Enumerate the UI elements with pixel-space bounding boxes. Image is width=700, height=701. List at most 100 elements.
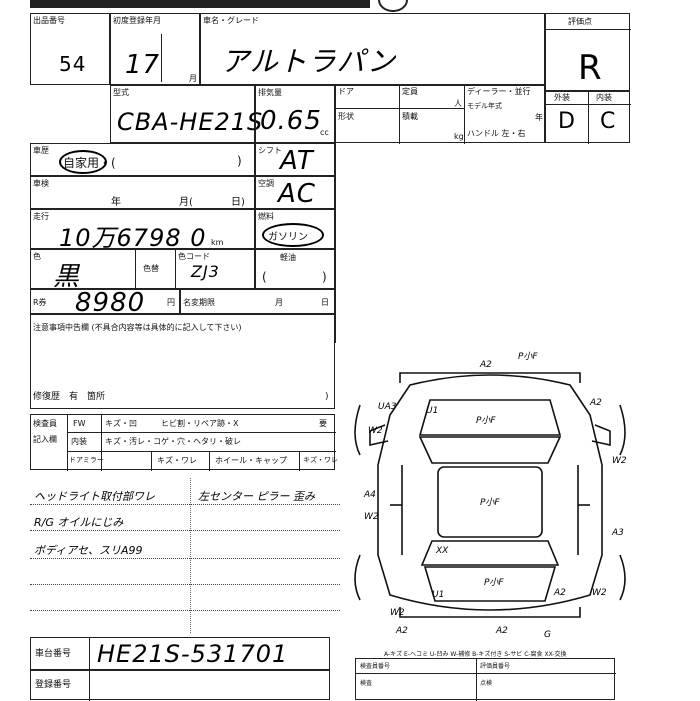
recycle-value: 8980 — [75, 288, 146, 318]
mark-hood-pf: P小F — [476, 415, 496, 426]
ext-int-box: 外装 内装 D C — [545, 91, 631, 144]
chassis-value: HE21S-531701 — [97, 640, 289, 668]
load-label: 積載 — [402, 112, 418, 121]
car-name-label: 車名・グレード — [203, 16, 259, 25]
mark-lr-u1: U1 — [432, 590, 444, 600]
color-value: 黒 — [53, 262, 81, 292]
load-unit: kg — [454, 132, 464, 141]
inspection-year-unit: 年 — [111, 197, 121, 208]
mark-rear-g: G — [544, 630, 551, 640]
repair-close: ) — [325, 392, 329, 402]
usage-close: ) — [237, 154, 242, 168]
bottom-cell-2: 検査 — [360, 680, 373, 687]
extra-paren-close: ) — [322, 270, 327, 284]
name-change-day: 日 — [321, 298, 329, 307]
mark-rf-a2: A2 — [589, 398, 602, 408]
mark-trunk-pf: P小F — [484, 577, 504, 588]
mark-l-a4: A4 — [363, 490, 376, 500]
mark-rr-a2: A2 — [553, 588, 566, 598]
top-header-strip — [30, 0, 370, 8]
equip-r2-c2: キズ・汚レ・コゲ・穴・ヘタリ・破レ — [105, 437, 241, 446]
mark-roof-pf: P小F — [480, 497, 500, 508]
bottom-cell-1: 検査員番号 — [360, 663, 391, 670]
reg-label: 登録番号 — [35, 680, 72, 690]
inspection-month-unit: 月( — [179, 197, 193, 208]
color-code: ZJ3 — [191, 262, 220, 281]
color-change-label: 色替 — [143, 264, 159, 273]
interior-grade: C — [600, 109, 617, 134]
recycle-row: R券 8980 円 — [30, 288, 180, 318]
inspection-row: 車検 年 月( 日) — [30, 176, 255, 209]
equip-r1-c2: キズ・凹 — [105, 419, 137, 428]
equip-r3-c2: キズ・ワレ — [157, 456, 197, 465]
name-change-row: 名変期限 月 日 — [180, 289, 335, 314]
grade-box: 評価点 R — [545, 13, 631, 91]
car-name-value: アルトラパン — [221, 45, 396, 78]
mark-front-pf: P小F — [518, 351, 538, 362]
capacity-label: 定員 — [402, 87, 418, 96]
equip-r3-c3: ホイール・キャップ — [215, 456, 287, 465]
reg-year-box: 初度登録年月 17 月 — [110, 13, 200, 85]
equip-r2-c1: 内装 — [71, 437, 87, 446]
shift-value: AT — [280, 146, 314, 176]
mark-lr-a2: A2 — [395, 626, 408, 636]
ac-box: 空調 AC — [255, 176, 335, 209]
reg-year-value: 17 — [125, 50, 161, 80]
car-damage-diagram: A2 P小F A2 UA3 U1 W2 P小F W2 A4 W2 P小F A3 … — [354, 351, 627, 640]
mileage-unit: km — [211, 238, 224, 247]
car-name-box: 車名・グレード アルトラパン — [200, 13, 545, 85]
interior-label: 内装 — [596, 93, 612, 102]
dealer-label: ディーラー・並行 — [467, 87, 531, 96]
model-code: CBA-HE21S — [117, 108, 264, 136]
lot-label: 出品番号 — [33, 16, 65, 25]
mark-rear-a2: A2 — [495, 626, 508, 636]
right-panel — [335, 143, 630, 343]
fuel-box: 燃料 ガソリン — [255, 209, 335, 249]
ac-label: 空調 — [258, 179, 274, 188]
model-box: 型式 CBA-HE21S — [110, 85, 262, 143]
notes-box: 注意事項中告欄 (不具合内容等は具体的に記入して下さい) 修復歴 有 箇所 ) — [30, 314, 335, 409]
usage-circle — [59, 150, 107, 174]
recycle-unit: 円 — [167, 298, 175, 307]
notes-lines: ヘッドライト取付部ワレ R/G オイルにじみ ボディアセ、スリA99 左センター… — [30, 478, 340, 633]
grade-value: R — [578, 48, 603, 88]
mileage-row: 走行 10万6798 0 km — [30, 209, 255, 252]
note-right-1: 左センター ピラー 歪み — [198, 490, 315, 503]
handle-label: ハンドル 左・右 — [467, 129, 526, 138]
bottom-cell-3: 評価員番号 — [480, 663, 511, 670]
extra-paren-open: ( — [262, 270, 267, 284]
shape-label: 形状 — [338, 112, 354, 121]
spec-grid: ドア 定員 人 ディーラー・並行 モデル年式 年 形状 積載 kg ハンドル 左… — [335, 85, 545, 144]
shift-box: シフト AT — [255, 143, 335, 176]
mark-lf-ua3: UA3 — [378, 402, 397, 412]
repair-label: 修復歴 有 箇所 — [33, 392, 106, 402]
extra-label: 軽油 — [280, 253, 296, 262]
inspection-label: 車検 — [33, 179, 49, 188]
damage-legend: A-キズ E-ヘコミ U-凹み W-補修 B-キズ付き S-サビ C-腐食 XX… — [384, 651, 567, 658]
note-line-2: R/G オイルにじみ — [34, 516, 124, 529]
note-line-3: ボディアセ、スリA99 — [34, 544, 143, 557]
capacity-unit: 人 — [454, 99, 462, 108]
mileage-value: 10万6798 0 — [59, 224, 207, 252]
mark-rr-w2: W2 — [592, 588, 607, 598]
displacement-value: 0.65 — [260, 106, 322, 136]
equip-row-label-2: 記入欄 — [33, 435, 57, 444]
shift-label: シフト — [258, 146, 282, 155]
displacement-box: 排気量 0.65 cc — [255, 85, 335, 143]
model-year-unit: 年 — [535, 113, 543, 122]
mark-r-w2: W2 — [612, 456, 627, 466]
reg-month-unit: 月 — [189, 74, 197, 83]
mark-r-a3: A3 — [611, 528, 624, 538]
equip-r1-c4: 要 — [319, 419, 327, 428]
equip-r1-c1: FW — [73, 419, 86, 428]
color-label: 色 — [33, 252, 41, 261]
exterior-grade: D — [558, 109, 576, 134]
model-label: 型式 — [113, 88, 129, 97]
top-header-circle — [378, 0, 408, 12]
notes-label: 注意事項中告欄 (不具合内容等は具体的に記入して下さい) — [33, 323, 242, 332]
bottom-grid: 検査員番号 検査 評価員番号 点検 — [355, 658, 616, 701]
chassis-label: 車台番号 — [35, 649, 72, 659]
equip-r1-c3: ヒビ割・リペア跡・X — [161, 419, 239, 428]
inspection-day-unit: 日) — [231, 197, 245, 208]
mark-l-w2: W2 — [364, 512, 379, 522]
